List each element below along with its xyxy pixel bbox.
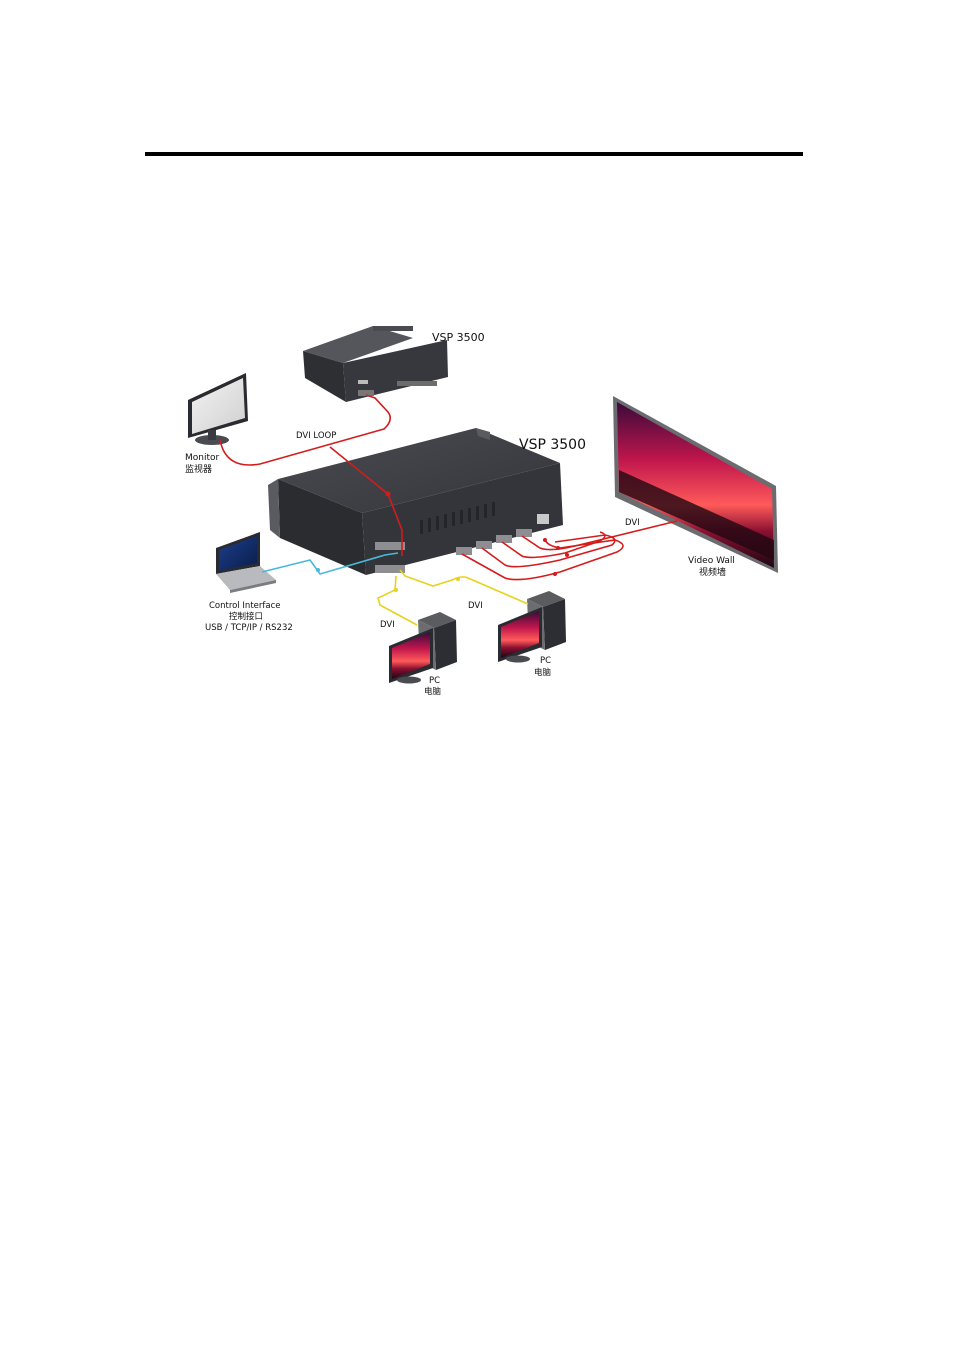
vsp3500-top-unit	[303, 326, 448, 402]
dvi-loop-cable	[219, 394, 392, 466]
dvi-wall-cable-4	[521, 520, 678, 551]
vsp3500-main-unit	[268, 428, 563, 575]
dvi-pc-left-label: DVI	[380, 620, 395, 630]
dvi-loop-drop-cable	[329, 446, 403, 556]
dvi-wall-cable-1	[461, 539, 624, 581]
pc-left-cable	[377, 575, 418, 626]
video-wall-label-en: Video Wall	[688, 556, 735, 566]
header-rule	[145, 152, 803, 156]
monitor-label-en: Monitor	[185, 453, 220, 463]
pc-right-cable	[399, 569, 529, 605]
pc-left-label-cn: 电脑	[424, 686, 442, 697]
control-label-ports: USB / TCP/IP / RS232	[205, 623, 293, 633]
dvi-pc-right-label: DVI	[468, 601, 483, 611]
cables	[219, 394, 678, 626]
laptop-device	[216, 532, 276, 593]
monitor-device	[188, 373, 248, 445]
control-label-en: Control Interface	[209, 601, 280, 611]
dvi-loop-label: DVI LOOP	[296, 431, 336, 441]
dvi-wall-cable-3	[501, 531, 606, 559]
pc-left-label-en: PC	[429, 676, 440, 686]
control-cable	[261, 552, 399, 575]
vsp-top-label: VSP 3500	[432, 331, 485, 344]
video-wall-label-cn: 视频墙	[699, 566, 726, 578]
dvi-wall-label: DVI	[625, 518, 640, 528]
vsp-main-label: VSP 3500	[519, 437, 586, 453]
monitor-label-cn: 监视器	[185, 463, 212, 475]
pc-left-device	[389, 612, 457, 684]
pc-right-label-en: PC	[540, 656, 551, 666]
pc-right-label-cn: 电脑	[534, 667, 552, 678]
pc-right-device	[498, 591, 566, 663]
video-wall-display	[613, 396, 778, 573]
control-label-cn: 控制接口	[229, 611, 263, 622]
